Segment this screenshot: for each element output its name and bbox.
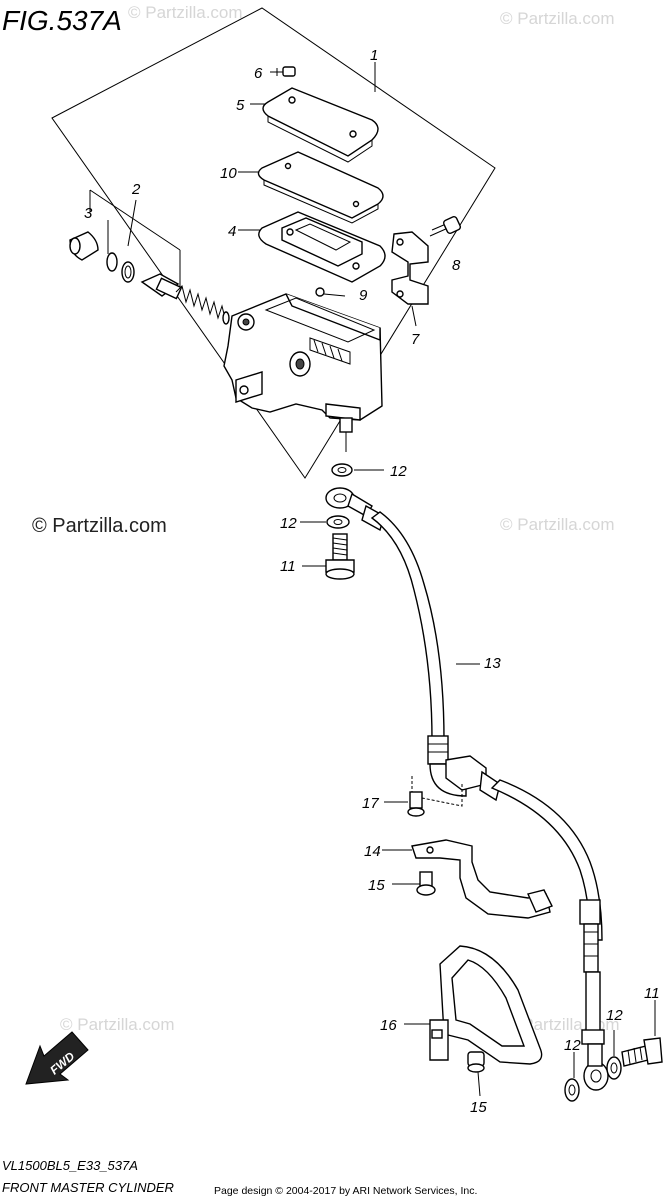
callout-12-upper: 12	[390, 463, 407, 480]
callout-2: 2	[131, 181, 141, 198]
clamp-bolt-part-8	[429, 215, 462, 237]
watermark-top-right: © Partzilla.com	[500, 9, 615, 28]
watermark-top-left: © Partzilla.com	[128, 3, 243, 22]
snap-ring	[106, 252, 135, 283]
bolt-part-17	[384, 776, 463, 817]
bracket-part-14	[382, 839, 553, 919]
watermark-main: © Partzilla.com	[32, 515, 167, 537]
figure-title: FIG.537A	[2, 5, 122, 36]
callout-9: 9	[359, 287, 368, 304]
callout-17: 17	[362, 795, 379, 812]
callout-14: 14	[364, 843, 381, 860]
assembly-outline	[51, 7, 496, 479]
brake-hose-part-13	[361, 504, 487, 797]
callout-7: 7	[411, 331, 420, 348]
banjo-fitting-lower	[583, 1043, 609, 1091]
callout-5: 5	[236, 97, 245, 114]
banjo-bolt-part-11-lower	[621, 1000, 663, 1067]
callout-6: 6	[254, 65, 263, 82]
brake-hose-lower	[479, 770, 605, 1045]
callout-15-lower: 15	[470, 1099, 487, 1116]
callout-12-mid: 12	[280, 515, 297, 532]
washer-part-12-upper	[331, 463, 384, 477]
handlebar-clamp-part-7	[391, 231, 429, 305]
master-cylinder-body	[223, 293, 383, 433]
callout-11-upper: 11	[280, 558, 296, 575]
washer-part-12-lower-right	[606, 1030, 622, 1080]
callout-4: 4	[228, 223, 236, 240]
diaphragm-plate-part-10	[238, 151, 384, 224]
callout-1: 1	[370, 47, 378, 64]
reservoir-cap-part-5	[250, 87, 379, 163]
callout-10: 10	[220, 165, 237, 182]
bolt-part-15-upper	[392, 871, 436, 896]
fwd-arrow-icon: FWD	[25, 1031, 89, 1085]
model-code: VL1500BL5_E33_537A	[2, 1158, 138, 1173]
leaders-2-3	[89, 189, 181, 290]
washer-part-12-mid	[300, 515, 350, 529]
callout-11-lower: 11	[644, 985, 660, 1002]
leader-7	[411, 305, 417, 327]
credit-text: Page design © 2004-2017 by ARI Network S…	[214, 1185, 477, 1197]
hose-guide-part-16	[404, 945, 543, 1065]
clip-part-9	[315, 287, 346, 297]
washer-part-12-lower-left	[564, 1052, 580, 1102]
bolt-part-15-lower	[467, 1051, 485, 1097]
callout-3: 3	[84, 205, 93, 222]
callout-12-lower-right: 12	[606, 1007, 623, 1024]
watermark-bottom-left: © Partzilla.com	[60, 1015, 175, 1034]
callout-8: 8	[452, 257, 461, 274]
figure-subtitle: FRONT MASTER CYLINDER	[2, 1180, 174, 1195]
watermark-mid-right: © Partzilla.com	[500, 515, 615, 534]
callout-15-upper: 15	[368, 877, 385, 894]
callout-16: 16	[380, 1017, 397, 1034]
boot-part-3	[69, 231, 99, 261]
banjo-bolt-part-11-upper	[302, 533, 355, 580]
diaphragm-part-4	[238, 211, 386, 283]
screw-part-6	[270, 66, 296, 77]
piston-set-part-2	[140, 273, 230, 325]
callout-13: 13	[484, 655, 501, 672]
callout-12-lower-left: 12	[564, 1037, 581, 1054]
